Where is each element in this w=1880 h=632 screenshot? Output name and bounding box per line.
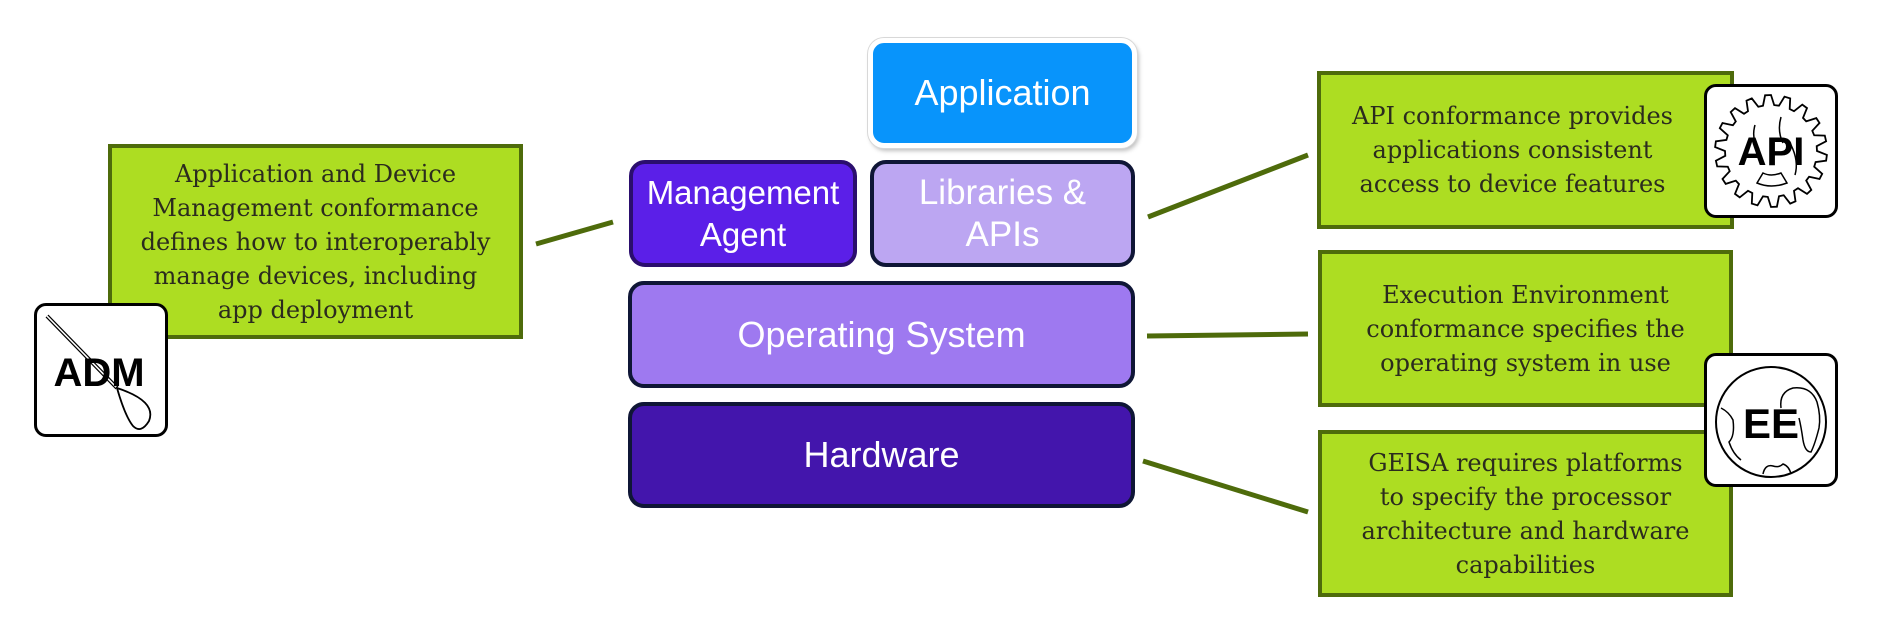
note-line: API conformance provides xyxy=(1352,102,1673,130)
api-badge-label: API xyxy=(1738,130,1805,174)
adm-badge-label: ADM xyxy=(53,351,144,395)
connector-geisa xyxy=(1142,458,1309,515)
management-agent-layer: Management Agent xyxy=(629,160,857,267)
hardware-layer: Hardware xyxy=(628,402,1135,508)
adm-conformance-note: Application and Device Management confor… xyxy=(108,144,523,339)
connector-adm xyxy=(535,219,614,247)
api-badge: API xyxy=(1704,84,1838,218)
note-line: operating system in use xyxy=(1380,348,1671,377)
ee-badge: EE xyxy=(1704,353,1838,487)
hardware-label: Hardware xyxy=(803,434,960,475)
note-line: access to device features xyxy=(1359,170,1666,198)
adm-badge: ADM xyxy=(34,303,168,437)
note-line: manage devices, including xyxy=(153,261,478,290)
libraries-label-line2: APIs xyxy=(965,214,1040,254)
note-line: applications consistent xyxy=(1372,136,1653,164)
note-line: app deployment xyxy=(217,295,414,324)
note-line: Management conformance xyxy=(152,193,479,222)
operating-system-layer: Operating System xyxy=(628,281,1135,388)
note-line: defines how to interoperably xyxy=(140,227,491,256)
libraries-label-line1: Libraries & xyxy=(918,172,1087,212)
baton-icon: ADM xyxy=(45,314,152,430)
globe-icon: EE xyxy=(1715,366,1827,478)
note-line: conformance specifies the xyxy=(1366,314,1685,343)
application-label: Application xyxy=(914,72,1091,113)
operating-system-label: Operating System xyxy=(737,313,1026,355)
api-conformance-note: API conformance provides applications co… xyxy=(1317,71,1734,229)
application-layer: Application xyxy=(868,38,1137,148)
note-line: Application and Device xyxy=(174,159,457,188)
connector-api xyxy=(1147,152,1309,220)
ee-badge-label: EE xyxy=(1743,400,1799,447)
gear-outline xyxy=(1714,94,1828,208)
libraries-apis-layer: Libraries & APIs xyxy=(870,160,1135,267)
management-agent-label-line1: Management xyxy=(646,173,840,211)
geisa-hardware-note: GEISA requires platforms to specify the … xyxy=(1318,430,1733,597)
note-line: Execution Environment xyxy=(1382,280,1669,309)
note-line: GEISA requires platforms xyxy=(1368,448,1683,477)
note-line: capabilities xyxy=(1455,550,1596,579)
connector-ee xyxy=(1146,331,1309,339)
note-line: architecture and hardware xyxy=(1361,516,1690,545)
ee-conformance-note: Execution Environment conformance specif… xyxy=(1318,250,1733,407)
management-agent-label-line2: Agent xyxy=(699,215,787,253)
gear-icon: API xyxy=(1714,94,1828,208)
note-line: to specify the processor xyxy=(1379,482,1672,511)
